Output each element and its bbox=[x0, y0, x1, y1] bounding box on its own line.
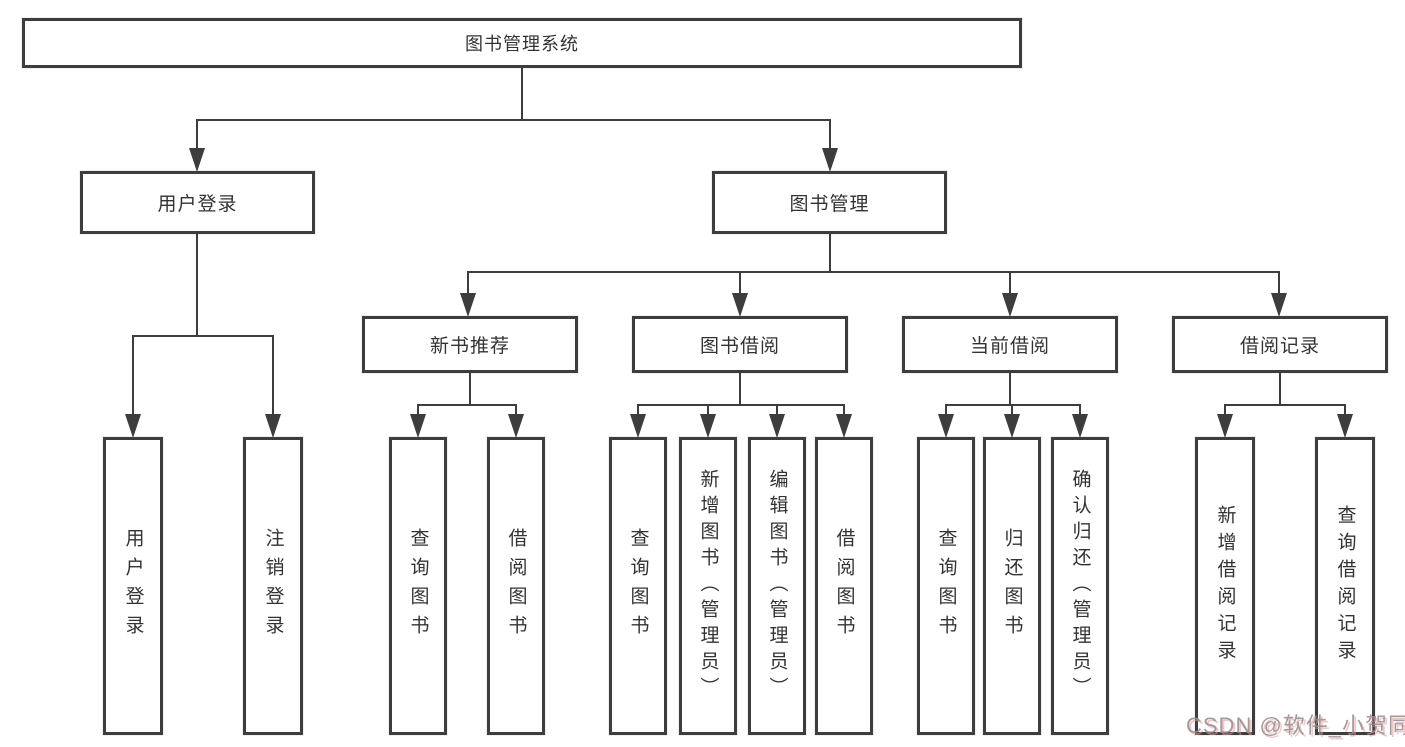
leaf-label: 查询借阅记录 bbox=[1334, 505, 1356, 667]
connector-drop-new-book-1 bbox=[515, 405, 517, 416]
node-leaf-borrow-books-1: 借阅图书 bbox=[487, 437, 545, 735]
node-borrow-records: 借阅记录 bbox=[1172, 316, 1388, 373]
node-leaf-user-login: 用户登录 bbox=[103, 437, 163, 735]
connector-stem-borrow-records bbox=[1279, 373, 1281, 405]
arrowhead-down-icon bbox=[700, 414, 716, 438]
node-leaf-query-books-2: 查询图书 bbox=[609, 437, 667, 735]
arrowhead-down-icon bbox=[1337, 414, 1353, 438]
node-leaf-logout: 注销登录 bbox=[243, 437, 303, 735]
connector-drop-new-book-0 bbox=[417, 405, 419, 416]
connector-stem-user-login bbox=[196, 234, 198, 336]
node-leaf-borrow-books-2: 借阅图书 bbox=[815, 437, 873, 735]
arrowhead-down-icon bbox=[1004, 414, 1020, 438]
node-new-book-recommend: 新书推荐 bbox=[362, 316, 578, 373]
connector-drop-user-login-1 bbox=[272, 336, 274, 416]
node-leaf-add-borrow-record: 新增借阅记录 bbox=[1195, 437, 1255, 735]
arrowhead-down-icon bbox=[1002, 293, 1018, 317]
connector-drop-book-mgmt-0 bbox=[467, 272, 469, 295]
connector-rail-borrow-records bbox=[1224, 404, 1346, 406]
connector-drop-book-borrow-0 bbox=[637, 405, 639, 416]
node-leaf-query-books-1: 查询图书 bbox=[389, 437, 447, 735]
node-user-login: 用户登录 bbox=[80, 171, 315, 234]
leaf-label: 查询图书 bbox=[935, 528, 957, 644]
node-current-borrow: 当前借阅 bbox=[902, 316, 1118, 373]
connector-drop-borrow-records-0 bbox=[1224, 405, 1226, 416]
leaf-label: 查询图书 bbox=[407, 528, 429, 644]
connector-rail-book-borrow bbox=[637, 404, 845, 406]
connector-rail-user-login bbox=[132, 335, 274, 337]
arrowhead-down-icon bbox=[836, 414, 852, 438]
connector-drop-book-borrow-1 bbox=[707, 405, 709, 416]
arrowhead-down-icon bbox=[822, 148, 838, 172]
connector-drop-current-borrow-0 bbox=[945, 405, 947, 416]
leaf-label: 借阅图书 bbox=[833, 528, 855, 644]
leaf-label: 用户登录 bbox=[122, 528, 144, 644]
connector-rail-book-mgmt bbox=[467, 271, 1280, 273]
connector-drop-book-borrow-2 bbox=[776, 405, 778, 416]
node-leaf-query-borrow-record: 查询借阅记录 bbox=[1315, 437, 1375, 735]
leaf-label: 注销登录 bbox=[262, 528, 284, 644]
arrowhead-down-icon bbox=[732, 293, 748, 317]
arrowhead-down-icon bbox=[630, 414, 646, 438]
connector-stem-book-mgmt bbox=[829, 234, 831, 272]
arrowhead-down-icon bbox=[125, 414, 141, 438]
node-library-management-system: 图书管理系统 bbox=[22, 18, 1022, 68]
connector-stem-current-borrow bbox=[1009, 373, 1011, 405]
node-leaf-return-books: 归还图书 bbox=[983, 437, 1041, 735]
node-book-borrow: 图书借阅 bbox=[632, 316, 848, 373]
arrowhead-down-icon bbox=[1271, 293, 1287, 317]
arrowhead-down-icon bbox=[769, 414, 785, 438]
arrowhead-down-icon bbox=[189, 148, 205, 172]
arrowhead-down-icon bbox=[460, 293, 476, 317]
connector-stem-new-book bbox=[469, 373, 471, 405]
arrowhead-down-icon bbox=[508, 414, 524, 438]
leaf-label: 查询图书 bbox=[627, 528, 649, 644]
leaf-label: 新增借阅记录 bbox=[1214, 505, 1236, 667]
leaf-label: 借阅图书 bbox=[505, 528, 527, 644]
connector-drop-root-0 bbox=[196, 120, 198, 150]
leaf-label: 编辑图书（管理员） bbox=[766, 469, 788, 703]
connector-rail-current-borrow bbox=[945, 404, 1081, 406]
node-book-management: 图书管理 bbox=[712, 171, 947, 234]
arrowhead-down-icon bbox=[265, 414, 281, 438]
arrowhead-down-icon bbox=[1072, 414, 1088, 438]
connector-drop-book-mgmt-1 bbox=[739, 272, 741, 295]
node-leaf-confirm-return-admin: 确认归还（管理员） bbox=[1051, 437, 1109, 735]
leaf-label: 归还图书 bbox=[1001, 528, 1023, 644]
connector-drop-current-borrow-1 bbox=[1011, 405, 1013, 416]
node-leaf-edit-books-admin: 编辑图书（管理员） bbox=[748, 437, 806, 735]
connector-drop-borrow-records-1 bbox=[1344, 405, 1346, 416]
connector-stem-root bbox=[521, 68, 523, 120]
arrowhead-down-icon bbox=[410, 414, 426, 438]
node-leaf-query-books-3: 查询图书 bbox=[917, 437, 975, 735]
arrowhead-down-icon bbox=[1217, 414, 1233, 438]
connector-drop-book-mgmt-3 bbox=[1278, 272, 1280, 295]
connector-rail-new-book bbox=[417, 404, 517, 406]
connector-drop-root-1 bbox=[829, 120, 831, 150]
leaf-label: 确认归还（管理员） bbox=[1069, 469, 1091, 703]
watermark: CSDN @软件_小贺同学 bbox=[1186, 713, 1405, 738]
connector-drop-current-borrow-2 bbox=[1079, 405, 1081, 416]
connector-drop-book-borrow-3 bbox=[843, 405, 845, 416]
arrowhead-down-icon bbox=[938, 414, 954, 438]
connector-stem-book-borrow bbox=[739, 373, 741, 405]
connector-rail-root bbox=[196, 119, 831, 121]
connector-drop-user-login-0 bbox=[132, 336, 134, 416]
connector-drop-book-mgmt-2 bbox=[1009, 272, 1011, 295]
node-leaf-add-books-admin: 新增图书（管理员） bbox=[679, 437, 737, 735]
leaf-label: 新增图书（管理员） bbox=[697, 469, 719, 703]
